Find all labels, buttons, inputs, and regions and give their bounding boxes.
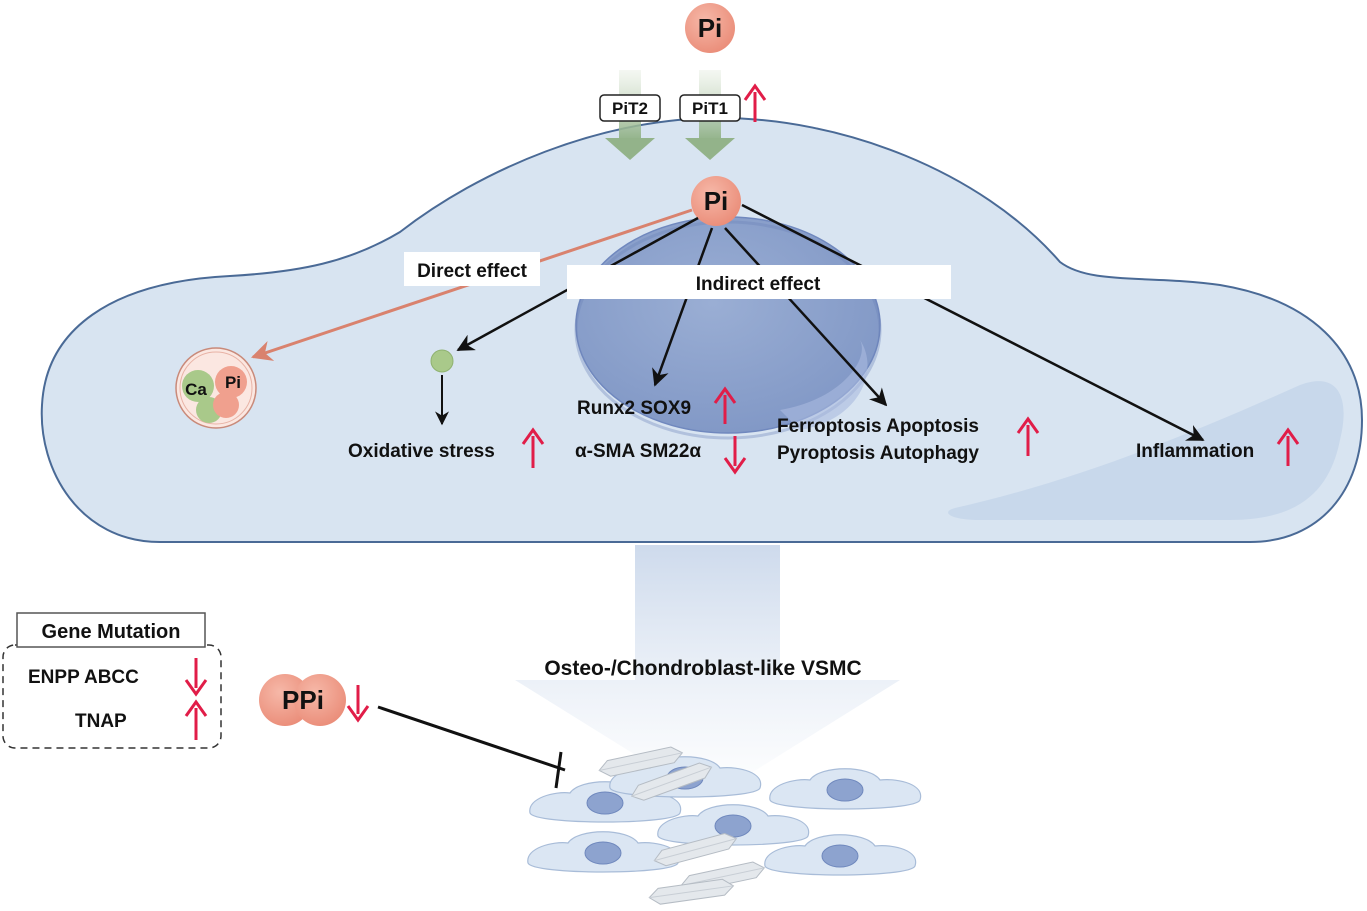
inflammation-label: Inflammation bbox=[1136, 441, 1254, 462]
pi-inside-circle bbox=[691, 176, 741, 226]
oxidative-stress-label: Oxidative stress bbox=[348, 441, 495, 462]
gene-mutation-panel bbox=[2, 644, 222, 749]
ferroptosis-apoptosis-label: Ferroptosis Apoptosis bbox=[777, 416, 979, 437]
inflammation-up-arrow-icon bbox=[1276, 427, 1300, 466]
pit2-label: PiT2 bbox=[612, 99, 648, 118]
pi-outside-circle bbox=[685, 3, 735, 53]
pi-outside-label: Pi bbox=[698, 13, 723, 43]
runx2-sox9-label: Runx2 SOX9 bbox=[577, 398, 691, 419]
gene-mutation-title-box bbox=[16, 612, 206, 648]
gene-mutation-title: Gene Mutation bbox=[42, 621, 181, 643]
transition-arrow bbox=[515, 545, 900, 800]
tnap-label: TNAP bbox=[75, 711, 127, 732]
arrow-to-runx2 bbox=[652, 227, 714, 387]
indirect-effect-box bbox=[567, 265, 951, 299]
asma-down-arrow-icon bbox=[723, 436, 747, 475]
pit1-box bbox=[679, 94, 741, 122]
osteo-vsmc-label: Osteo-/Chondroblast-like VSMC bbox=[544, 657, 861, 680]
cell-death-up-arrow-icon bbox=[1016, 416, 1040, 456]
direct-effect-box bbox=[404, 252, 540, 286]
ppi-inhibition-line bbox=[377, 705, 566, 772]
arrow-to-celldeath bbox=[724, 227, 888, 407]
pyroptosis-autophagy-label: Pyroptosis Autophagy bbox=[777, 443, 979, 464]
ppi-inhibition-bar bbox=[554, 751, 563, 789]
runx2-up-arrow-icon bbox=[713, 386, 737, 424]
ca-label: Ca bbox=[185, 380, 207, 399]
pit1-up-arrow-icon bbox=[743, 83, 767, 122]
pi-crystal-label: Pi bbox=[225, 373, 241, 392]
direct-effect-label: Direct effect bbox=[417, 261, 527, 282]
ros-vesicle bbox=[430, 349, 454, 373]
ppi-label: PPi bbox=[282, 685, 324, 715]
indirect-effect-label: Indirect effect bbox=[696, 274, 821, 295]
calcified-vsmc-cluster bbox=[527, 744, 922, 907]
arrow-to-inflammation bbox=[741, 203, 1205, 442]
tnap-up-arrow-icon bbox=[184, 699, 208, 740]
asma-sm22a-label: α-SMA SM22α bbox=[575, 441, 701, 462]
ppi-down-arrow-icon bbox=[346, 685, 370, 723]
oxidative-stress-up-arrow-icon bbox=[521, 427, 545, 468]
pit2-box bbox=[599, 94, 661, 122]
ppi-molecule bbox=[259, 674, 346, 726]
cell-highlight bbox=[948, 381, 1344, 520]
enpp-abcc-label: ENPP ABCC bbox=[28, 667, 139, 688]
calcium-phosphate-vesicle bbox=[175, 347, 257, 429]
pi-inside-label: Pi bbox=[704, 186, 729, 216]
enpp-down-arrow-icon bbox=[184, 658, 208, 697]
pit1-label: PiT1 bbox=[692, 99, 728, 118]
